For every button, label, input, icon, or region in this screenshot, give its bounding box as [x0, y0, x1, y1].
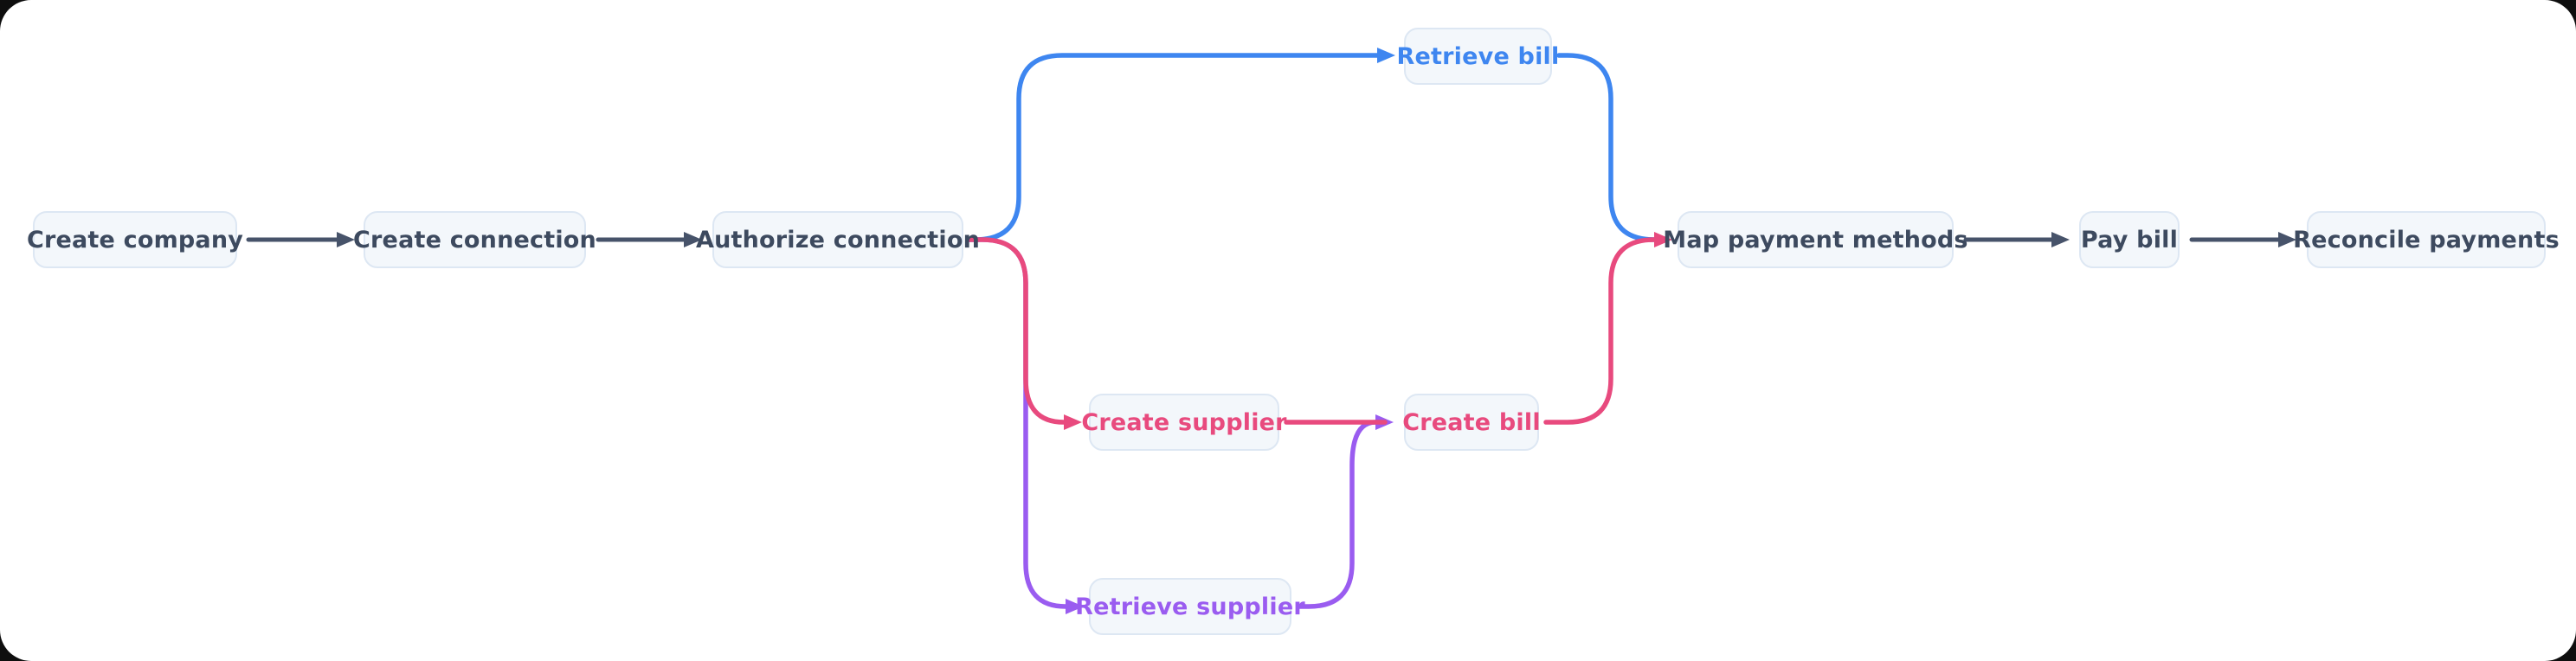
edge-authorize-connection-to-retrieve-supplier [965, 237, 1084, 614]
node-pay-bill: Pay bill [2079, 211, 2180, 268]
node-create-connection: Create connection [353, 211, 596, 268]
node-retrieve-supplier: Retrieve supplier [1075, 578, 1305, 635]
node-create-bill: Create bill [1402, 394, 1541, 451]
edge-authorize-connection-to-retrieve-bill [965, 48, 1395, 242]
edge-authorize-connection-to-create-supplier [965, 237, 1082, 430]
node-create-supplier: Create supplier [1081, 394, 1286, 451]
edge-retrieve-bill-to-map-payment-methods [1556, 53, 1665, 242]
node-reconcile-payments: Reconcile payments [2293, 211, 2560, 268]
node-create-company: Create company [27, 211, 243, 268]
edge-create-bill-to-map-payment-methods [1543, 232, 1672, 425]
node-map-payment-methods: Map payment methods [1663, 211, 1968, 268]
node-retrieve-bill: Retrieve bill [1397, 28, 1559, 85]
edge-retrieve-supplier-to-create-bill [1296, 414, 1394, 609]
node-authorize-connection: Authorize connection [696, 211, 980, 268]
